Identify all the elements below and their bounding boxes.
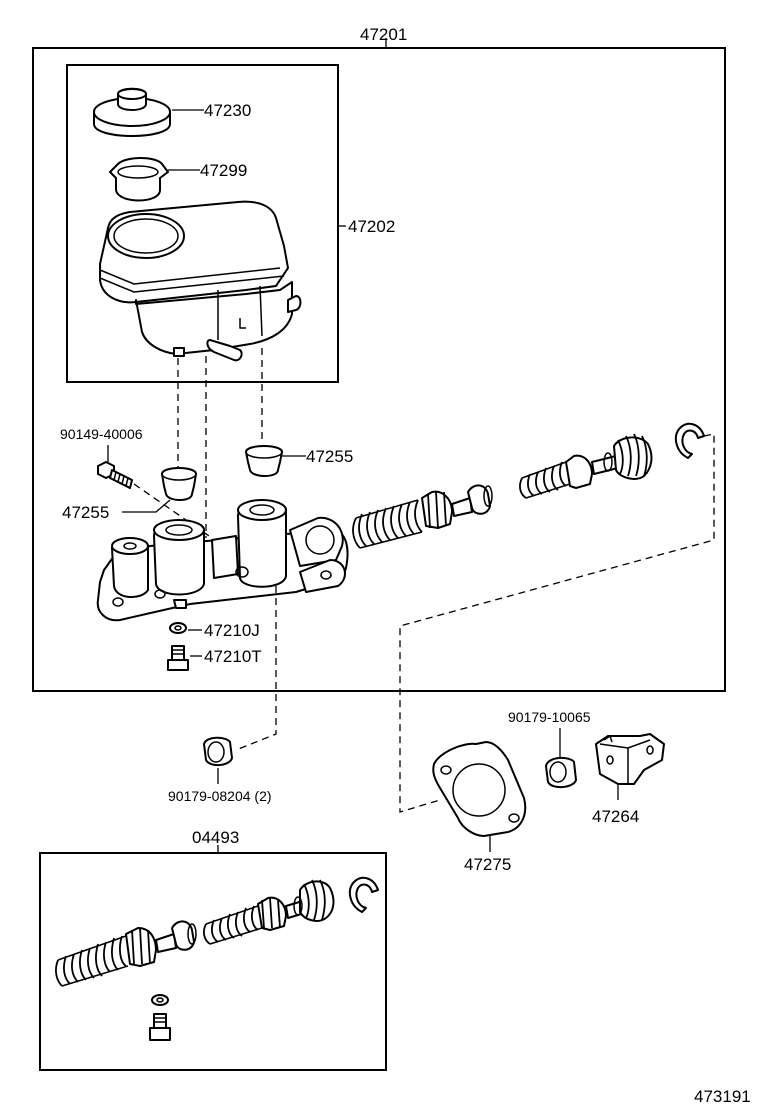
repair-kit-04493-box <box>39 852 387 1071</box>
label-47299: 47299 <box>200 161 247 180</box>
plug-47210t-part <box>167 645 202 671</box>
primary-piston-spring-part <box>352 484 493 549</box>
label-04493: 04493 <box>192 828 239 847</box>
reservoir-tank-part <box>99 200 302 362</box>
label-47264: 47264 <box>592 807 639 826</box>
master-cylinder-body-part <box>96 499 349 622</box>
label-47201: 47201 <box>360 25 407 44</box>
kit-plug-part <box>149 1013 171 1041</box>
union-nut-part <box>203 736 233 784</box>
label-47210t: 47210T <box>204 647 262 666</box>
label-47255-left: 47255 <box>62 503 109 522</box>
snap-ring-part <box>674 422 705 459</box>
label-47275: 47275 <box>464 855 511 874</box>
kit-snap-ring-part <box>348 876 379 913</box>
kit-gasket-part <box>151 994 169 1006</box>
reservoir-47202-group: 47202 <box>66 64 395 383</box>
strainer-part <box>109 157 200 202</box>
gasket-47210j-part <box>169 622 202 634</box>
kit-primary-piston-part <box>55 920 197 987</box>
label-90179-08204: 90179-08204 (2) <box>168 788 272 804</box>
label-47255-right: 47255 <box>306 447 353 466</box>
bracket-part <box>595 733 665 800</box>
assembly-47201-box <box>32 47 726 692</box>
bolt-part: 90149-40006 <box>60 426 143 489</box>
reservoir-cap-part <box>93 87 204 137</box>
secondary-piston-spring-part <box>519 433 653 499</box>
label-90179-10065: 90179-10065 <box>508 709 591 725</box>
grommet-right-part <box>245 445 306 477</box>
kit-secondary-piston-part <box>203 879 335 945</box>
nut-part: 90179-10065 <box>508 709 591 788</box>
grommet-left-part <box>122 467 197 513</box>
label-90149-40006: 90149-40006 <box>60 426 143 442</box>
label-47210j: 47210J <box>204 621 260 640</box>
figure-number: 473191 <box>694 1087 751 1106</box>
label-47202: 47202 <box>348 217 395 236</box>
assembly-47201-group: 47201 <box>32 25 726 692</box>
boot-gasket-part <box>432 741 527 852</box>
reservoir-47202-box <box>66 64 339 383</box>
label-47230: 47230 <box>204 101 251 120</box>
repair-kit-04493-group: 04493 <box>39 828 387 1071</box>
